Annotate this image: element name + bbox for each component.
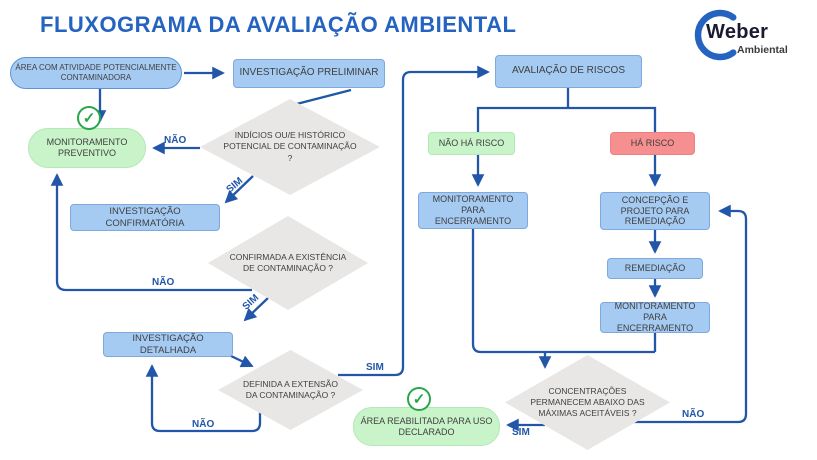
edge-label-definida-nao: NÃO: [192, 419, 215, 430]
node-nao-ha-risco: NÃO HÁ RISCO: [428, 132, 515, 155]
check-icon: ✓: [407, 387, 431, 411]
check-icon: ✓: [77, 106, 101, 130]
connector-definida-sim-to-riscos: [338, 65, 490, 377]
node-area-reabilitada: ÁREA REABILITADA PARA USO DECLARADO: [353, 407, 500, 446]
node-remediacao: REMEDIAÇÃO: [607, 258, 703, 279]
node-monitoramento-encerramento-1: MONITORAMENTO PARA ENCERRAMENTO: [418, 192, 528, 229]
edge-label-concentracoes-sim: SIM: [512, 427, 530, 438]
edge-label-definida-sim: SIM: [366, 362, 384, 373]
node-avaliacao-riscos: AVALIAÇÃO DE RISCOS: [495, 55, 642, 88]
connector-confirmada-nao-loop: [50, 173, 252, 292]
node-ha-risco: HÁ RISCO: [610, 132, 695, 155]
page-title: FLUXOGRAMA DA AVALIAÇÃO AMBIENTAL: [40, 12, 517, 37]
edge-label-indicios-nao: NÃO: [164, 135, 187, 146]
connector-confirmada-sim: [243, 297, 269, 322]
node-area-atividade: ÁREA COM ATIVIDADE POTENCIALMENTE CONTAM…: [10, 57, 182, 89]
connector-indicios-sim: [224, 175, 254, 204]
node-monitoramento-preventivo: MONITORAMENTO PREVENTIVO: [28, 128, 146, 168]
node-investigacao-confirmatoria: INVESTIGAÇÃO CONFIRMATÓRIA: [70, 204, 220, 231]
logo-name: Weber: [706, 21, 769, 43]
node-concepcao-projeto: CONCEPÇÃO E PROJETO PARA REMEDIAÇÃO: [600, 192, 710, 230]
connector-riscos-branch: [476, 106, 657, 132]
logo-subtitle: Ambiental: [737, 44, 788, 56]
connector-monitoramentos-join: [471, 229, 657, 354]
connector-concentracoes-nao-feedback: [634, 204, 748, 424]
logo-c-arc-icon: [694, 9, 737, 61]
node-monitoramento-encerramento-2: MONITORAMENTO PARA ENCERRAMENTO: [600, 301, 710, 333]
edge-label-concentracoes-nao: NÃO: [682, 409, 705, 420]
node-investigacao-detalhada: INVESTIGAÇÃO DETALHADA: [103, 332, 233, 357]
edge-label-confirmada-nao: NÃO: [152, 277, 175, 288]
connector-detalhada-to-definida: [230, 354, 254, 368]
connector-definida-nao-loop: [145, 364, 262, 433]
node-investigacao-preliminar: INVESTIGAÇÃO PRELIMINAR: [233, 59, 385, 88]
